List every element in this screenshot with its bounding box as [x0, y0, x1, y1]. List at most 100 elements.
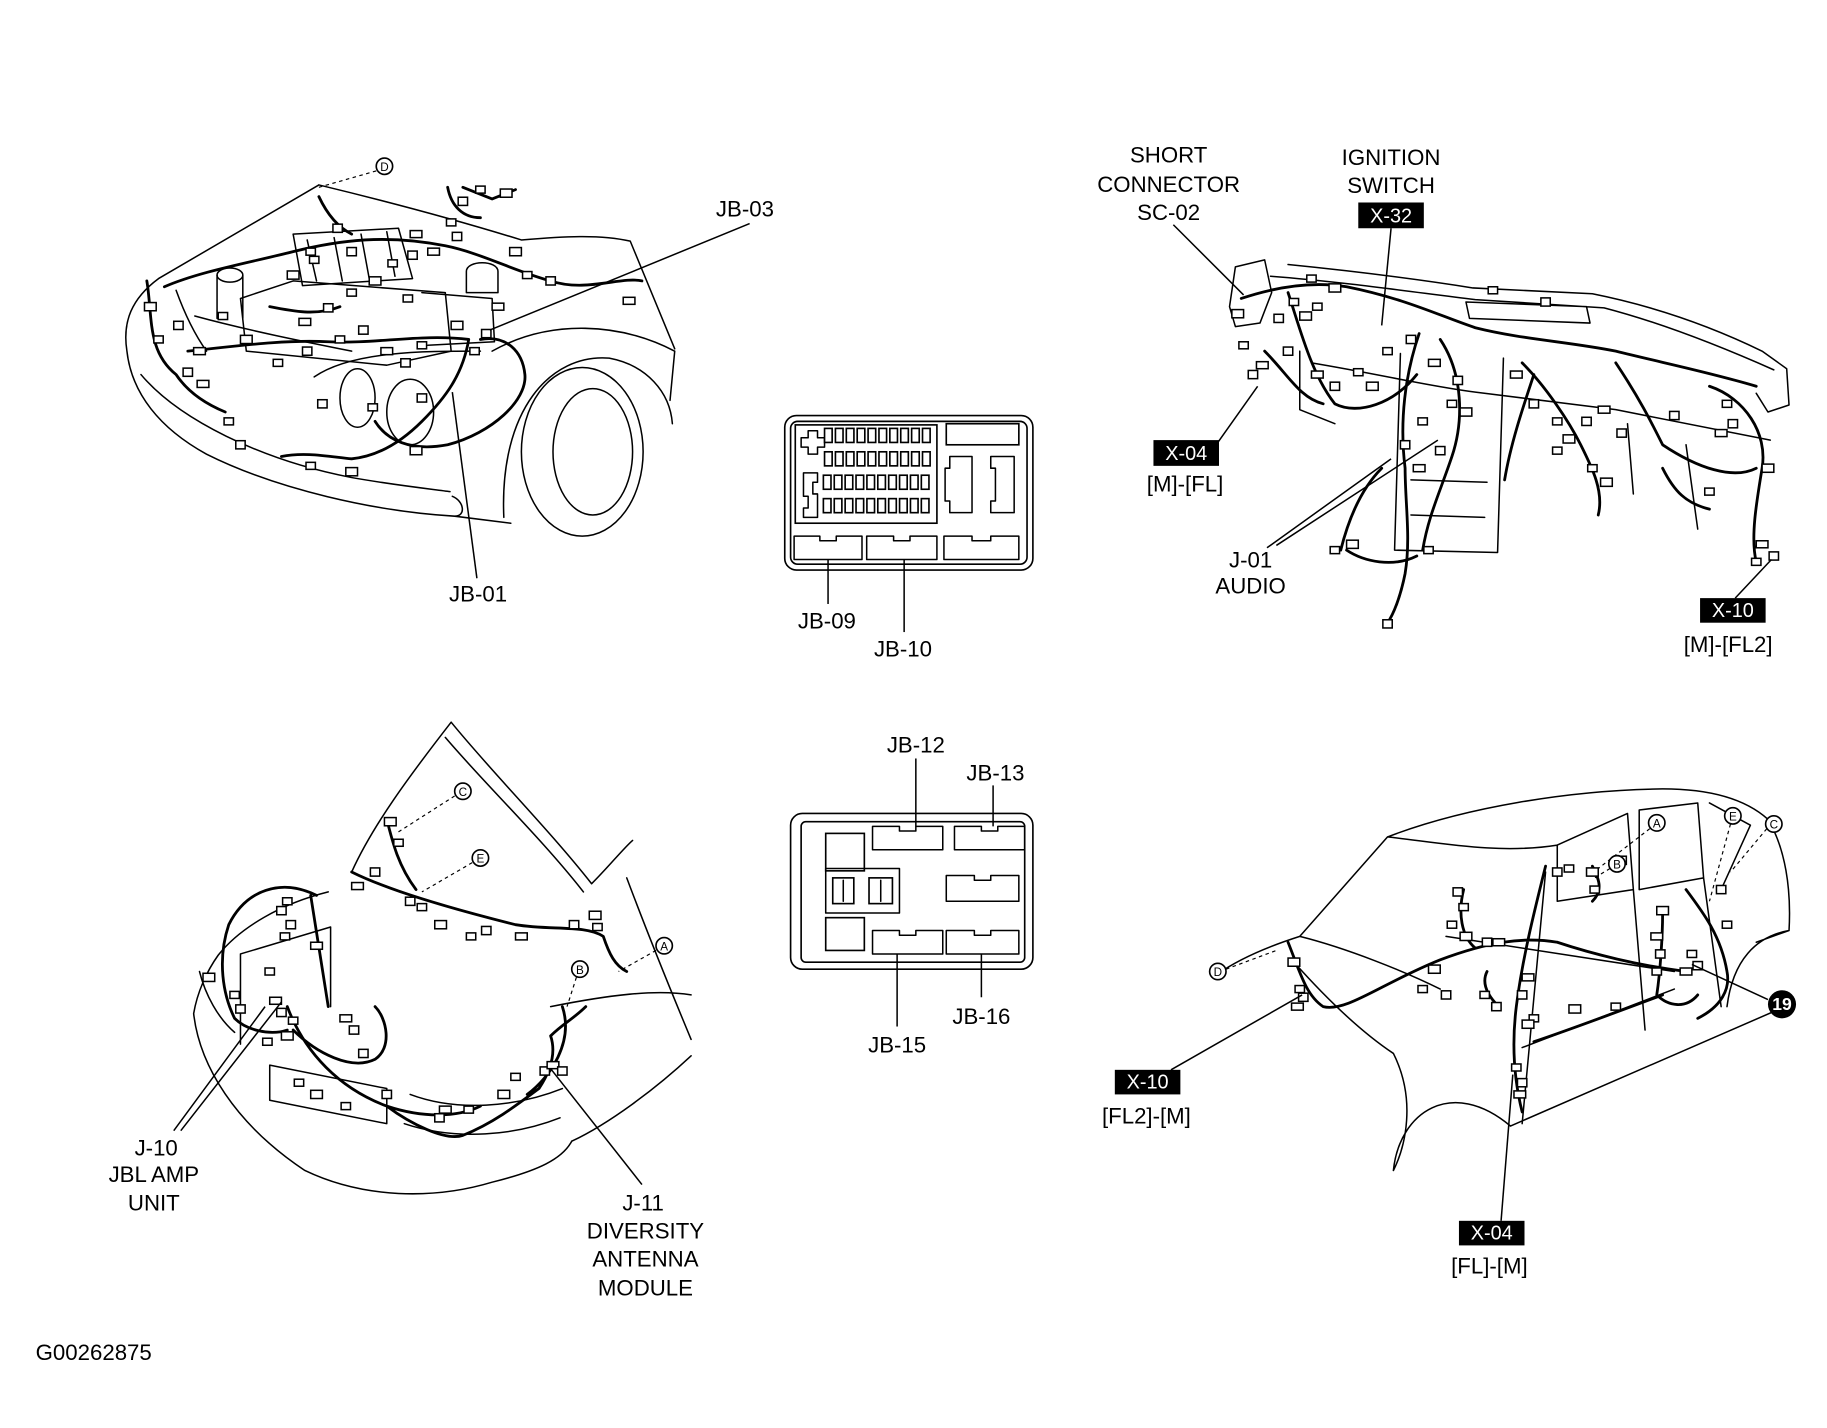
connector-slot-top-right	[945, 422, 1020, 446]
ground-point-19-badge	[1767, 990, 1797, 1019]
label-jb-10: JB-10	[874, 637, 932, 662]
leader-j-11	[550, 1068, 643, 1186]
reference-link-c-floor	[1730, 828, 1768, 873]
label-amp-line3: UNIT	[128, 1190, 180, 1215]
floor-connectors	[1287, 855, 1733, 1099]
connector-tag-x-10-floor: X-10	[1114, 1069, 1181, 1095]
harness-connector	[1703, 487, 1715, 496]
leader-x-04-panel	[1217, 385, 1259, 443]
connector-tag-x-10-panel-box	[1700, 598, 1766, 623]
harness-connector	[1238, 341, 1250, 350]
connector-slot-right-side	[989, 455, 1015, 514]
harness-connector	[568, 919, 580, 930]
relay-slot-small-dividers	[842, 879, 882, 903]
harness-connector	[457, 196, 469, 207]
harness-connector	[1721, 920, 1733, 929]
harness-connector	[1509, 370, 1523, 379]
harness-connector	[298, 317, 312, 327]
reference-circle-b-floor	[1607, 854, 1626, 873]
harness-connector	[1521, 973, 1535, 982]
harness-connector	[308, 255, 320, 265]
harness-connector	[1412, 463, 1426, 473]
harness-connector	[387, 259, 399, 268]
harness-connector	[1452, 375, 1464, 386]
harness-connector	[1481, 937, 1493, 948]
harness-connector	[1417, 984, 1429, 994]
fuse-slot	[834, 450, 844, 467]
leader-x-10-panel	[1734, 558, 1773, 599]
harness-connector	[1452, 887, 1464, 897]
harness-connector	[196, 379, 210, 389]
fuse-slot	[898, 474, 908, 491]
harness-connector	[465, 932, 477, 941]
harness-connector	[264, 967, 276, 976]
harness-connector	[1651, 967, 1663, 976]
fuse-slot	[920, 497, 930, 514]
reference-letter-c: C	[459, 786, 467, 799]
connector-tag-x-32: X-32	[1358, 202, 1424, 229]
harness-connector	[272, 358, 284, 368]
leader-ground-19	[1691, 963, 1769, 1001]
harness-connector	[287, 1016, 299, 1025]
harness-connector	[1715, 884, 1727, 895]
fuse-slot	[856, 427, 866, 444]
reference-letter-d: D	[380, 161, 388, 174]
harness-connector	[381, 1089, 393, 1100]
harness-connector	[357, 1048, 369, 1059]
connector-jb-15	[871, 929, 944, 955]
harness-connector	[346, 246, 358, 257]
reference-link-c	[395, 795, 455, 834]
fuse-slot	[876, 474, 887, 491]
connector-tag-x-04-panel-box	[1153, 440, 1219, 466]
harness-connector	[1273, 313, 1285, 324]
label-x-10-mating-panel: [M]-[FL2]	[1684, 632, 1773, 657]
harness-connector	[1365, 381, 1379, 392]
connector-slot-bottom-right	[943, 535, 1020, 561]
ground-point-19: 19	[1767, 990, 1797, 1019]
fuse-slot	[855, 474, 865, 491]
harness-connector	[445, 218, 457, 227]
harness-connector	[1459, 407, 1473, 417]
fuse-slot	[823, 450, 833, 467]
reference-letter-a-floor: A	[1653, 818, 1661, 831]
harness-connector	[1310, 370, 1324, 379]
fuse-slot	[910, 427, 921, 444]
harness-connector	[1417, 417, 1429, 426]
leader-x-04-floor	[1500, 1074, 1514, 1221]
harness-connector	[1487, 286, 1499, 295]
harness-connector	[556, 1066, 568, 1076]
harness-connector	[1290, 1002, 1305, 1011]
harness-connector	[588, 910, 602, 921]
harness-connector	[1345, 539, 1360, 550]
harness-connector	[1427, 964, 1441, 975]
reference-link-b-floor	[1594, 868, 1611, 879]
harness-connector	[223, 417, 235, 426]
fuse-slot	[866, 497, 876, 514]
harness-connector	[309, 941, 324, 951]
relay-slot-upper	[824, 832, 866, 872]
label-amp-line2: JBL AMP	[109, 1162, 200, 1187]
harness-connector	[1287, 957, 1301, 968]
reference-circle-a	[655, 936, 674, 955]
harness-connector	[1299, 311, 1313, 321]
connector-tag-x-10-panel-text: X-10	[1712, 600, 1754, 622]
trunk-view: C E A B J-10 JBL AMP UNIT J-11 DIVERSITY…	[109, 721, 704, 1301]
reference-link-e	[421, 862, 473, 893]
label-antenna-line2: DIVERSITY	[587, 1218, 704, 1243]
harness-connector	[1686, 949, 1698, 959]
harness-connector	[383, 816, 397, 827]
harness-connector	[1405, 334, 1417, 345]
harness-connector	[369, 867, 381, 877]
harness-connector	[463, 1105, 475, 1114]
label-short-connector-line2: CONNECTOR	[1097, 172, 1240, 197]
harness-connector	[357, 325, 369, 335]
front-tire	[520, 366, 644, 537]
harness-connector	[1589, 885, 1601, 894]
harness-connector	[1581, 416, 1592, 427]
harness-connector	[393, 838, 404, 848]
harness-connector	[438, 1105, 452, 1114]
harness-connector	[1231, 308, 1245, 319]
leader-sc-02	[1172, 224, 1245, 296]
label-jb-01: JB-01	[449, 582, 507, 607]
harness-connector	[281, 897, 293, 906]
